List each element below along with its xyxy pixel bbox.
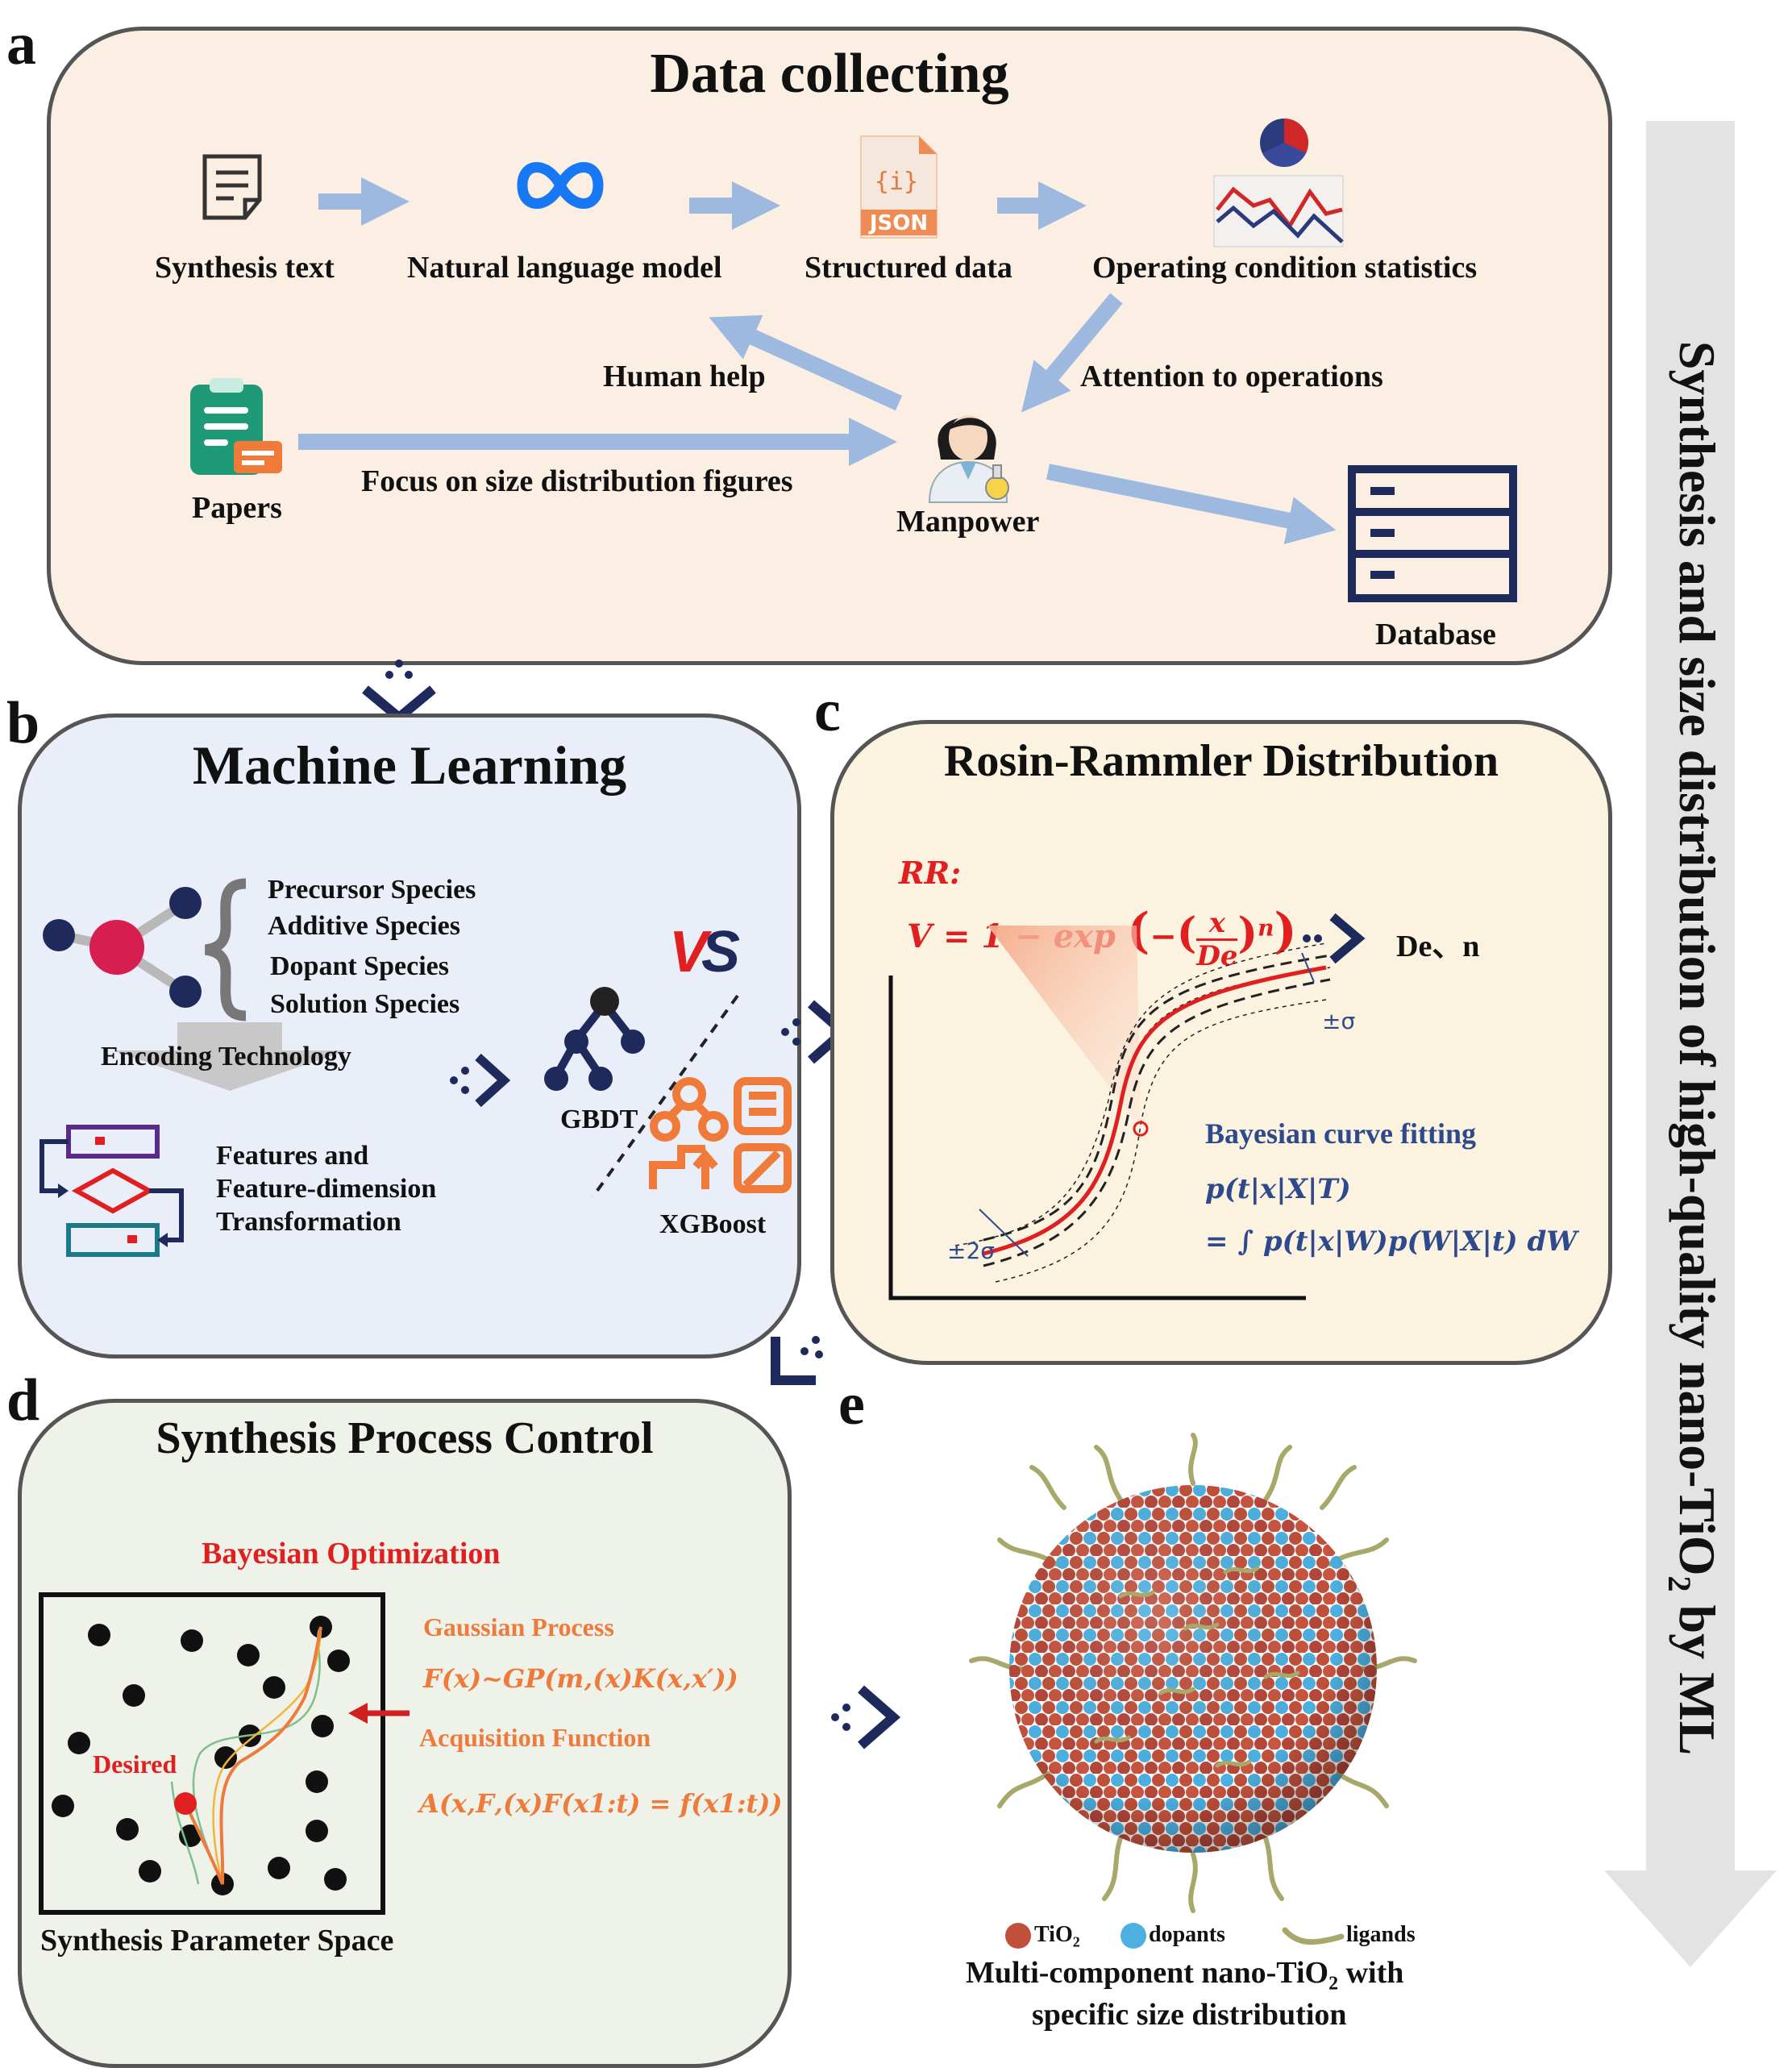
synthesis-text-label: Synthesis text bbox=[155, 251, 335, 285]
parameter-space-plot bbox=[39, 1592, 385, 1915]
legend-dopants-swatch bbox=[1121, 1923, 1146, 1949]
json-file-icon: {i} JSON bbox=[860, 135, 938, 239]
gbdt-label: GBDT bbox=[560, 1105, 638, 1134]
panel-a-title: Data collecting bbox=[650, 43, 1009, 105]
features-line-3: Transformation bbox=[216, 1207, 401, 1237]
panel-c-box bbox=[830, 720, 1612, 1365]
red-pointer-arrow bbox=[348, 1703, 410, 1724]
panel-a-flow-arrows bbox=[298, 177, 1337, 545]
species-additive: Additive Species bbox=[268, 911, 460, 941]
panel-label-a: a bbox=[6, 11, 36, 77]
side-flow-arrow bbox=[1604, 121, 1777, 1967]
rr-fit-plot bbox=[888, 926, 1331, 1300]
species-precursor: Precursor Species bbox=[268, 875, 476, 905]
rr-label: RR: bbox=[899, 855, 962, 891]
encoding-label: Encoding Technology bbox=[101, 1042, 351, 1071]
sigma-2-label: ±2σ bbox=[947, 1238, 996, 1264]
papers-label: Papers bbox=[192, 491, 282, 525]
bayes-opt-label: Bayesian Optimization bbox=[202, 1537, 501, 1571]
operating-stats-label: Operating condition statistics bbox=[1092, 251, 1478, 285]
gbdt-tree-icon bbox=[544, 987, 645, 1091]
chevron-c-to-d bbox=[771, 1336, 823, 1385]
database-icon bbox=[1348, 465, 1517, 602]
attention-label: Attention to operations bbox=[1080, 360, 1383, 393]
legend-tio2-label: TiO2 bbox=[1034, 1922, 1080, 1950]
panel-e-caption-1: Multi-component nano-TiO2 with bbox=[966, 1956, 1404, 1995]
parameter-space-label: Synthesis Parameter Space bbox=[40, 1924, 394, 1958]
panel-d-title: Synthesis Process Control bbox=[156, 1413, 654, 1463]
acq-label: Acquisition Function bbox=[419, 1723, 651, 1752]
svg-text:JSON: JSON bbox=[868, 211, 928, 235]
legend-tio2-swatch bbox=[1005, 1923, 1031, 1949]
sigma-1-label: ±σ bbox=[1322, 1008, 1356, 1034]
meta-infinity-icon bbox=[517, 162, 604, 209]
chevron-d-to-e bbox=[831, 1685, 901, 1750]
legend-ligands-label: ligands bbox=[1346, 1922, 1416, 1947]
panel-label-c: c bbox=[814, 678, 841, 744]
flowchart-icon bbox=[39, 1125, 184, 1257]
legend-ligands-swatch bbox=[1282, 1927, 1345, 1945]
gp-label: Gaussian Process bbox=[423, 1612, 614, 1641]
xgboost-label: XGBoost bbox=[659, 1209, 767, 1239]
structured-data-label: Structured data bbox=[805, 251, 1012, 285]
document-icon bbox=[202, 154, 262, 220]
focus-label: Focus on size distribution figures bbox=[361, 464, 793, 498]
panel-label-d: d bbox=[6, 1367, 40, 1433]
desired-label: Desired bbox=[93, 1750, 177, 1779]
panel-b-title: Machine Learning bbox=[192, 734, 627, 796]
chevron-a-to-b bbox=[362, 659, 436, 724]
bayes-curve-title: Bayesian curve fitting bbox=[1205, 1117, 1476, 1150]
panel-c-title: Rosin-Rammler Distribution bbox=[943, 736, 1499, 786]
gp-equation: F(x)~GP(m‚(x)K(x‚x′)) bbox=[423, 1663, 738, 1694]
svg-text:{i}: {i} bbox=[875, 168, 918, 196]
species-dopant: Dopant Species bbox=[270, 951, 449, 981]
side-arrow-label: Synthesis and size distribution of high-… bbox=[1661, 340, 1726, 1756]
molecule-icon bbox=[43, 887, 202, 1008]
features-line-1: Features and bbox=[216, 1141, 369, 1171]
nanoparticle-illustration bbox=[969, 1433, 1417, 1913]
encoding-down-arrow bbox=[113, 1022, 347, 1091]
panel-d-box bbox=[18, 1399, 792, 2068]
xgboost-icon bbox=[649, 1077, 792, 1193]
statistics-chart-icon bbox=[1213, 119, 1344, 248]
species-solution: Solution Species bbox=[270, 989, 460, 1019]
manpower-label: Manpower bbox=[896, 505, 1040, 539]
human-help-label: Human help bbox=[603, 360, 766, 393]
vs-badge: VS bbox=[669, 920, 740, 984]
panel-b-box bbox=[18, 714, 801, 1358]
panel-label-b: b bbox=[6, 690, 40, 756]
features-line-2: Feature-dimension bbox=[216, 1174, 437, 1204]
panel-e-caption-2: specific size distribution bbox=[1032, 1998, 1347, 2032]
rr-result-label: De、n bbox=[1396, 930, 1480, 963]
vs-divider-line bbox=[591, 994, 739, 1199]
nlm-label: Natural language model bbox=[407, 251, 722, 285]
scientist-icon bbox=[928, 415, 1009, 503]
bayes-eq-line-1: p(t|x|X|T) bbox=[1205, 1173, 1351, 1205]
bayes-eq-line-2: = ∫ p(t|x|W)p(W|X|t) dW bbox=[1205, 1225, 1578, 1258]
chevron-encoding-to-models bbox=[450, 1053, 511, 1108]
papers-clipboard-icon bbox=[190, 378, 282, 475]
curly-brace bbox=[204, 878, 247, 1021]
acq-equation: A(x‚F‚(x)F(x1:t) = f(x1:t)) bbox=[419, 1788, 783, 1819]
chevron-rr-to-result bbox=[1303, 913, 1366, 964]
database-label: Database bbox=[1375, 618, 1496, 651]
panel-label-e: e bbox=[838, 1371, 865, 1438]
legend-dopants-label: dopants bbox=[1149, 1922, 1225, 1947]
